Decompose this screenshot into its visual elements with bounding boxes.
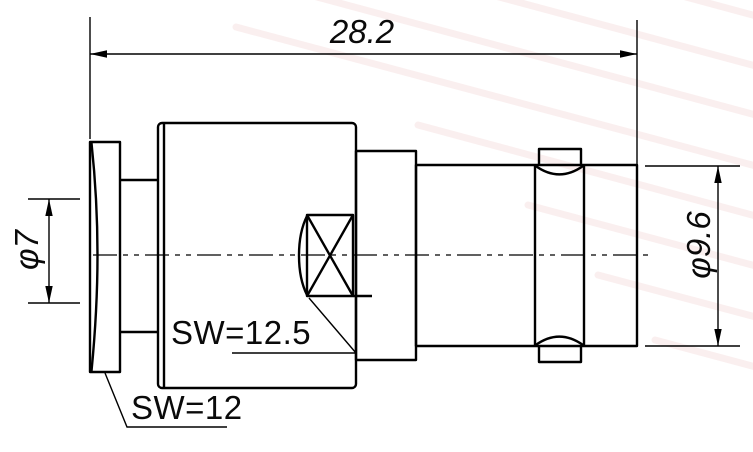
- bayonet-lug-bottom-arc: [534, 335, 584, 347]
- watermark-stripes: [232, 0, 753, 370]
- dim-diameter-9-6-label: φ9.6: [680, 211, 717, 279]
- nut-outline: [88, 140, 122, 374]
- dimension-arrow: [90, 50, 107, 58]
- leader-sw125: [232, 297, 357, 354]
- watermark-stripe: [651, 336, 753, 370]
- bayonet-lug-top: [537, 147, 583, 165]
- watermark-stripe: [414, 121, 753, 219]
- dimension-arrow: [45, 286, 53, 303]
- dimension-arrowheads: [45, 50, 722, 346]
- leader-sw12: [104, 372, 227, 428]
- crimp-detail-cone-arc: [297, 215, 309, 296]
- watermark-stripe: [232, 23, 753, 169]
- extension-lines-phi96: [645, 165, 740, 347]
- dimension-arrow: [45, 199, 53, 216]
- dimension-linework: [28, 17, 740, 428]
- collar-outline: [354, 149, 418, 362]
- watermark-stripe: [524, 201, 753, 269]
- sw-12-label: SW=12: [131, 389, 243, 426]
- dim-diameter-7-label: φ7: [8, 230, 45, 270]
- dimension-arrow: [714, 166, 722, 183]
- part-outline: [88, 121, 639, 390]
- bayonet-lug-top-arc: [534, 164, 584, 176]
- nut-face-arc: [90, 142, 99, 372]
- dimension-arrow: [620, 50, 637, 58]
- barrel-section-lines: [533, 165, 586, 346]
- barrel-outline: [414, 163, 639, 348]
- sw-12-5-label: SW=12.5: [171, 314, 312, 351]
- bayonet-lug-bottom: [537, 346, 583, 364]
- crimp-detail-cross: [305, 214, 355, 297]
- watermark-stripe: [497, 0, 753, 69]
- watermark-stripe: [684, 0, 753, 19]
- neck-cylinder: [120, 178, 158, 334]
- watermark-stripe: [315, 0, 753, 118]
- watermark-stripe: [594, 271, 753, 320]
- extension-lines-phi7: [28, 198, 80, 304]
- dim-overall-length-label: 28.2: [329, 13, 395, 50]
- dimension-arrow: [714, 329, 722, 346]
